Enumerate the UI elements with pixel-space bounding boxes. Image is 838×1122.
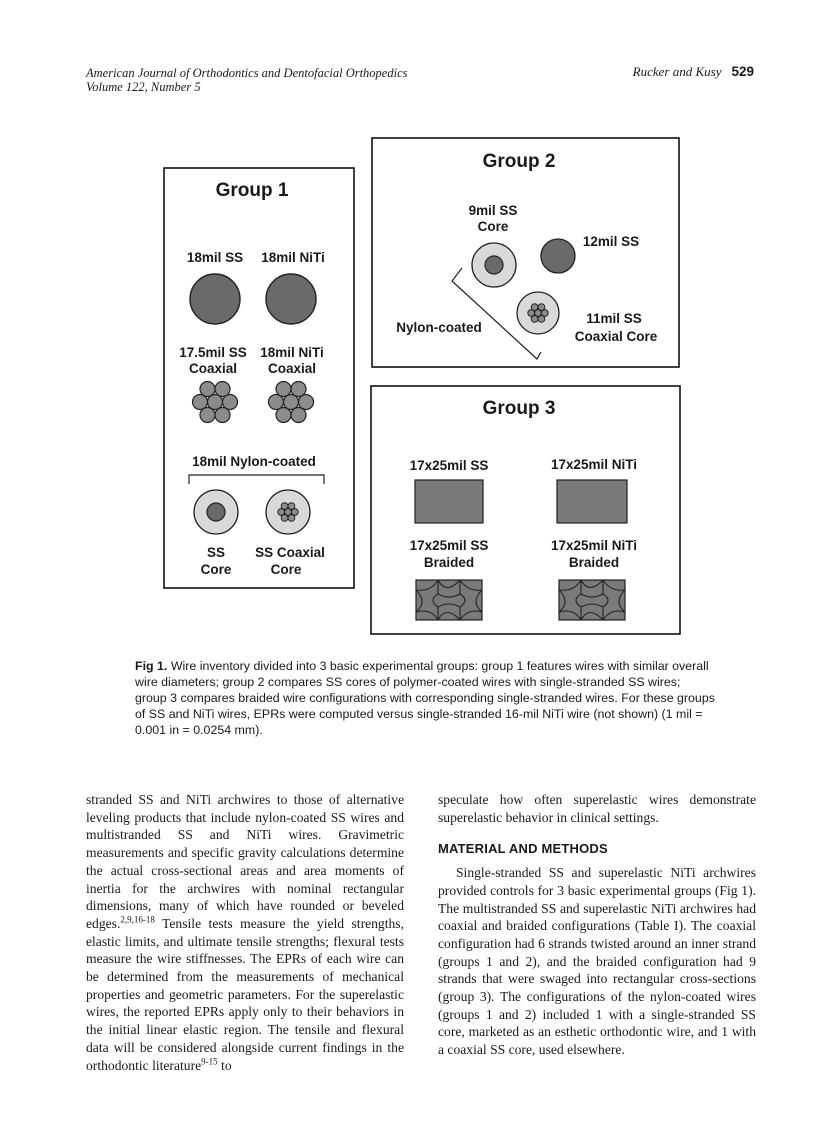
label-18mil-ss: 18mil SS (187, 250, 243, 265)
label-17x25-ss-braided: 17x25mil SS (410, 538, 489, 553)
page-number: 529 (731, 64, 754, 79)
wire-17x25-niti (556, 479, 628, 524)
label-core-left: Core (201, 562, 232, 577)
caption-text: Wire inventory divided into 3 basic expe… (135, 659, 715, 737)
label-12mil-ss: 12mil SS (583, 234, 639, 249)
label-17x25-ss: 17x25mil SS (410, 458, 489, 473)
label-coaxial-core: Coaxial Core (575, 329, 658, 344)
journal-volume: Volume 122, Number 5 (86, 80, 201, 94)
wire-18mil-ss (189, 273, 241, 325)
author-names: Rucker and Kusy (632, 64, 722, 79)
left-text-3: to (217, 1057, 232, 1073)
label-17x25-niti: 17x25mil NiTi (551, 457, 637, 472)
wire-17x25-ss (414, 479, 484, 524)
figure-1: Group 1 18mil SS 18mil NiTi 17.5mil SS 1… (163, 137, 681, 635)
running-header-journal: American Journal of Orthodontics and Den… (86, 66, 408, 94)
nylon-bracket (188, 474, 325, 484)
label-ss: SS (207, 545, 225, 560)
right-paragraph-1: speculate how often superelastic wires d… (438, 792, 756, 825)
journal-title: American Journal of Orthodontics and Den… (86, 66, 408, 80)
body-column-right: speculate how often superelastic wires d… (438, 791, 756, 1059)
label-core: Core (478, 219, 509, 234)
label-9mil-ss: 9mil SS (469, 203, 518, 218)
wire-nylon-coaxial-core (277, 502, 299, 522)
citation-2-9-16-18: 2,9,16-18 (120, 914, 155, 925)
wire-11mil-coaxial-core (527, 303, 549, 323)
section-heading-methods: MATERIAL AND METHODS (438, 841, 608, 857)
wire-niti-braided (558, 579, 626, 621)
label-coaxial-right: Coaxial (268, 361, 316, 376)
citation-9-15: 9-15 (201, 1056, 218, 1067)
wire-9mil-ss-core (484, 255, 504, 275)
figure-caption: Fig 1. Wire inventory divided into 3 bas… (135, 658, 715, 738)
group-3-title: Group 3 (483, 398, 556, 419)
left-text-2: Tensile tests measure the yield strength… (86, 915, 404, 1073)
right-paragraph-2: Single-stranded SS and superelastic NiTi… (438, 865, 756, 1058)
label-17-5mil-ss-coaxial: 17.5mil SS (179, 345, 247, 360)
wire-ss-braided (415, 579, 483, 621)
label-18mil-niti: 18mil NiTi (261, 250, 325, 265)
label-17x25-niti-braided: 17x25mil NiTi (551, 538, 637, 553)
label-nylon-coated: Nylon-coated (396, 320, 482, 335)
group-2-panel: Group 2 9mil SS Core 12mil SS Nylon-coat… (371, 137, 680, 368)
label-18mil-niti-coaxial: 18mil NiTi (260, 345, 324, 360)
label-braided-left: Braided (424, 555, 474, 570)
left-paragraph: stranded SS and NiTi archwires to those … (86, 791, 404, 1074)
nylon-divider-line (451, 267, 542, 360)
wire-nylon-ss-core (206, 502, 226, 522)
wire-18mil-niti (265, 273, 317, 325)
group-1-panel: Group 1 18mil SS 18mil NiTi 17.5mil SS 1… (163, 167, 355, 589)
label-coaxial-left: Coaxial (189, 361, 237, 376)
running-header-authors: Rucker and Kusy 529 (633, 64, 754, 80)
left-text-1: stranded SS and NiTi archwires to those … (86, 792, 404, 931)
wire-12mil-ss (540, 238, 576, 274)
caption-label: Fig 1. (135, 659, 168, 673)
label-braided-right: Braided (569, 555, 619, 570)
group-2-title: Group 2 (483, 151, 556, 172)
label-18mil-nylon-coated: 18mil Nylon-coated (192, 454, 316, 469)
label-11mil-ss: 11mil SS (586, 311, 642, 326)
group-1-title: Group 1 (216, 180, 289, 201)
label-core-right: Core (271, 562, 302, 577)
body-column-left: stranded SS and NiTi archwires to those … (86, 791, 404, 1074)
group-3-panel: Group 3 17x25mil SS 17x25mil NiTi 17x25m… (370, 385, 681, 635)
label-ss-coaxial: SS Coaxial (255, 545, 325, 560)
